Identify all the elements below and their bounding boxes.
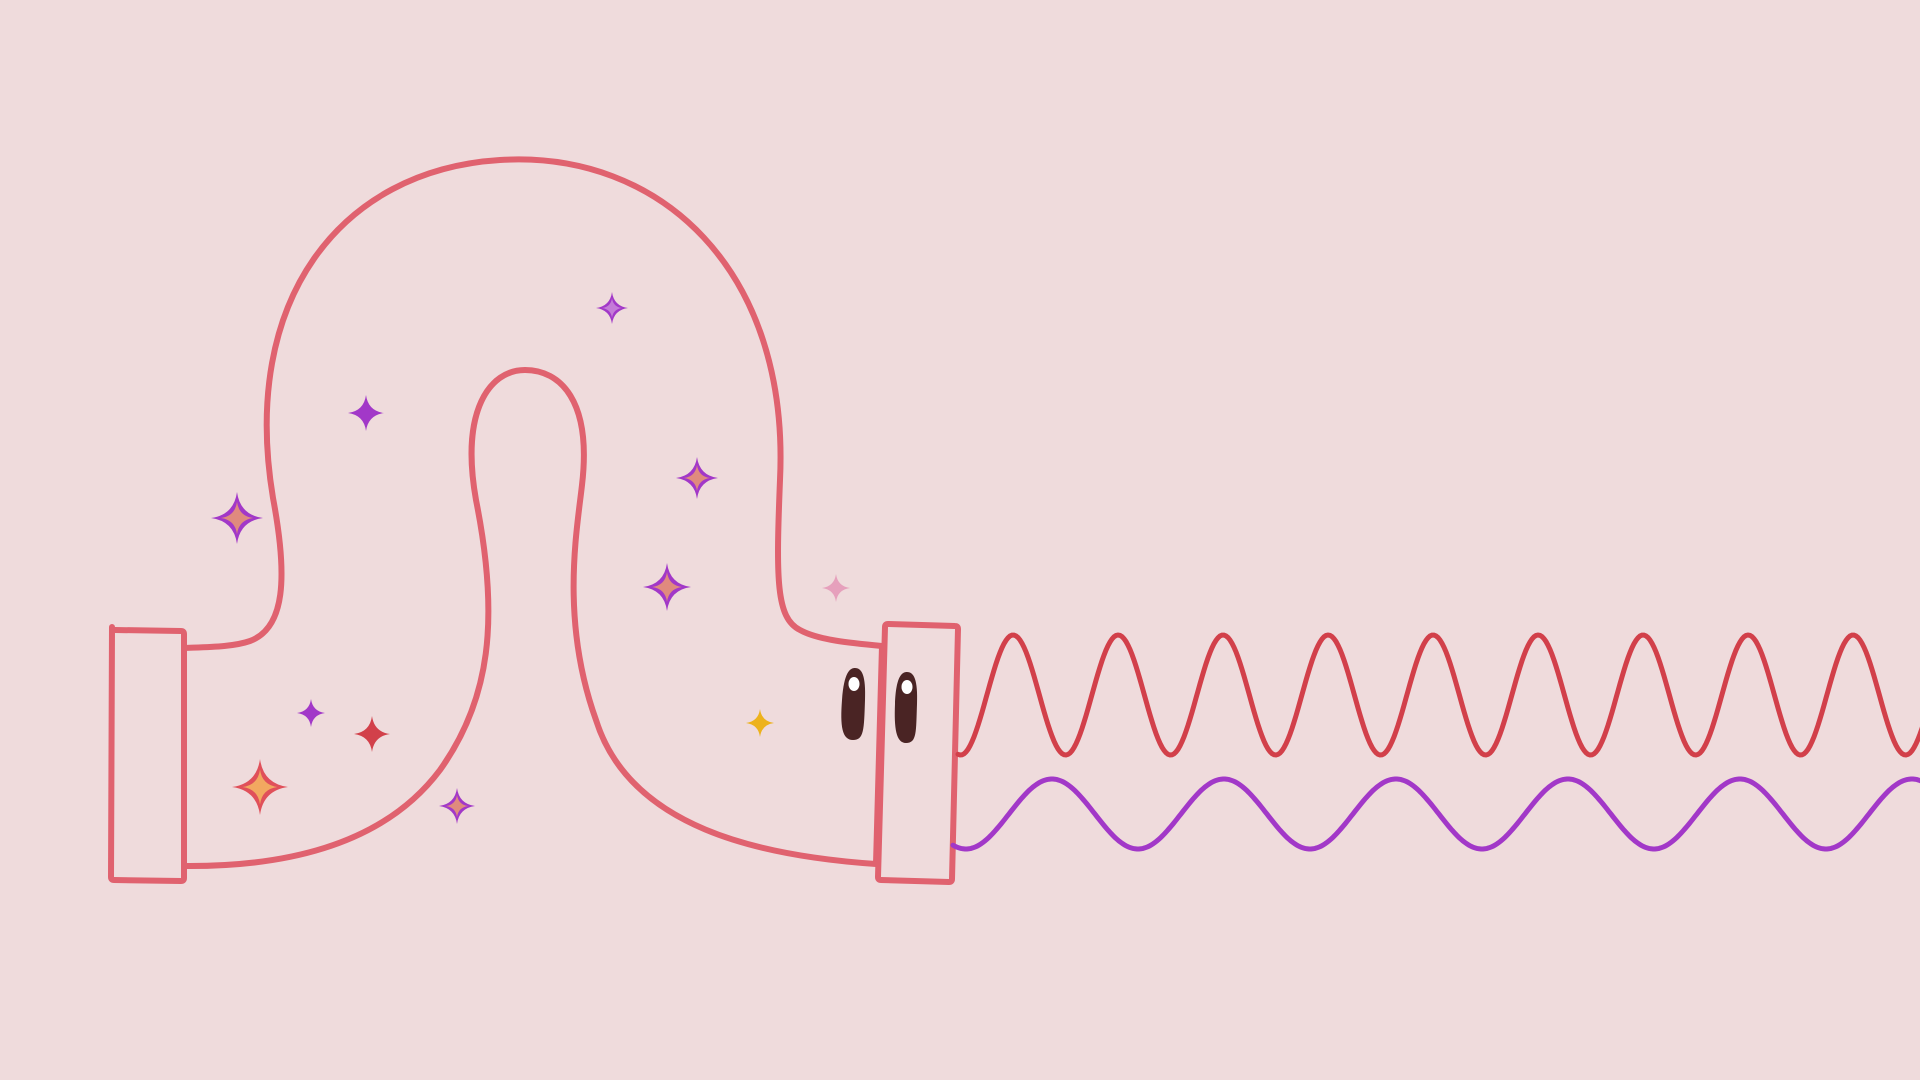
left-eye [841, 668, 866, 740]
sparkle-purple-small [348, 395, 384, 431]
sparkle-purple-large-inner [220, 501, 254, 535]
sparkle-orange-large-inner [242, 769, 278, 805]
left-eye-highlight [848, 677, 860, 691]
tube-body [180, 156, 885, 870]
sparkle-purple-bottom [439, 788, 475, 824]
sparkle-orange-large [232, 759, 288, 815]
sparkle-purple-mid-right [676, 457, 718, 499]
sparkle-purple-top [596, 292, 628, 324]
sparkle-yellow [746, 709, 774, 737]
sparkle-purple-top-inner [602, 298, 622, 318]
sparkle-purple-large [211, 492, 263, 544]
sparkles [211, 292, 850, 824]
sparkle-purple-mid-right-inner [683, 464, 711, 492]
sparkle-purple-mid-inner [652, 572, 682, 602]
right-eye-highlight [901, 680, 913, 694]
sparkle-pink-outer [822, 574, 850, 602]
sparkle-purple-bottom-inner [445, 794, 469, 818]
lower-wave [950, 776, 1920, 852]
sparkle-purple-tiny [297, 699, 325, 727]
right-eye [894, 672, 918, 743]
right-end-cap [875, 621, 961, 885]
sparkle-yellow-outer [746, 709, 774, 737]
sparkle-red-small-outer [354, 716, 390, 752]
sparkle-red-small [354, 716, 390, 752]
sparkle-purple-small-outer [348, 395, 384, 431]
sparkle-pink [822, 574, 850, 602]
sparkle-purple-mid [643, 563, 691, 611]
sparkle-purple-tiny-outer [297, 699, 325, 727]
left-end-cap [108, 624, 187, 884]
upper-wave [955, 632, 1920, 758]
